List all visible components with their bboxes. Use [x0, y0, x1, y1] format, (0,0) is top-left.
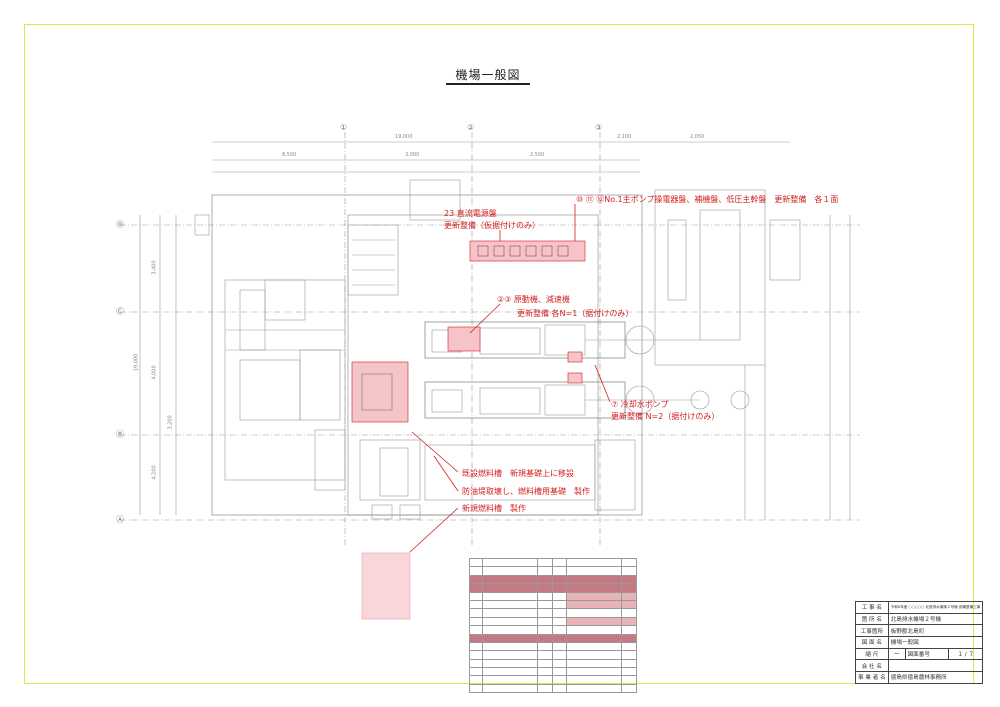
dim-top-5: 3,000	[405, 152, 420, 158]
annotation-dc-power-panel: 23 直流電源盤	[444, 209, 497, 218]
annotation-cooling-pump: ⑦ 冷却水ポンプ	[611, 400, 669, 409]
title-block-key: 図面番号	[904, 647, 950, 661]
title-block-key: 工 事 名	[855, 601, 889, 614]
dim-top-2: 2,100	[617, 134, 632, 140]
dim-top-4: 8,500	[282, 152, 297, 158]
title-block-value: 一	[887, 647, 906, 661]
dim-top-3: 2,050	[690, 134, 705, 140]
title-block: 工 事 名 令和6年度 ○○○○○ 北島排水機場２号機 設備整備工事 箇 所 名…	[855, 601, 984, 684]
grid-label-a: Ⓐ	[116, 515, 124, 524]
grid-label-1: ①	[340, 123, 348, 132]
annotation-motor-reducer-detail: 更新整備 各N=1（据付けのみ）	[517, 309, 634, 318]
grid-label-c: Ⓒ	[116, 307, 124, 316]
dim-top-1: 19,000	[395, 134, 413, 140]
title-block-value: 北島排水機場２号機	[887, 612, 984, 626]
annotation-cooling-pump-detail: 更新整備 N=2（据付けのみ）	[611, 412, 720, 421]
title-block-value: 徳島県徳島農林事務所	[887, 671, 984, 684]
annotation-existing-fuel-tank: 既設燃料槽 新規基礎上に移設	[462, 469, 574, 478]
title-block-key: 箇 所 名	[855, 612, 889, 626]
title-underline	[446, 83, 530, 85]
title-block-value	[887, 659, 984, 673]
grid-label-2: ②	[467, 123, 475, 132]
title-block-row: 事 業 者 名 徳島県徳島農林事務所	[855, 671, 984, 684]
grid-label-3: ③	[595, 123, 603, 132]
annotation-motor-reducer: ②③ 原動機、減速機	[497, 295, 570, 304]
title-block-row: 図 面 名 機場一般図	[855, 636, 984, 649]
title-block-key: 縮 尺	[855, 647, 889, 661]
title-block-row: 会 社 名	[855, 659, 984, 673]
dim-left-2: 3,400	[151, 260, 158, 275]
title-block-key: 図 面 名	[855, 636, 889, 649]
title-block-value: 板野郡北島町	[887, 624, 984, 638]
dim-top-6: 2,500	[530, 152, 545, 158]
title-block-value: １ / ７	[948, 647, 984, 661]
title-block-row: 箇 所 名 北島排水機場２号機	[855, 612, 984, 626]
dim-left-5: 3,200	[167, 415, 174, 430]
title-block-row: 工事箇所 板野郡北島町	[855, 624, 984, 638]
dim-left-1: 19,000	[133, 353, 140, 372]
title-block-key: 工事箇所	[855, 624, 889, 638]
dim-left-4: 4,200	[151, 465, 158, 480]
title-block-key: 事 業 者 名	[855, 671, 889, 684]
annotation-oil-dike: 防油堤取壊し、燃料槽用基礎 製作	[462, 487, 590, 496]
drawing-title: 機場一般図	[455, 68, 521, 82]
equipment-list-table	[468, 557, 638, 694]
annotation-dc-power-panel-detail: 更新整備（仮据付けのみ）	[444, 221, 540, 230]
title-block-row: 縮 尺 一 図面番号 １ / ７	[855, 647, 984, 661]
grid-label-b: Ⓑ	[116, 430, 124, 439]
title-block-key: 会 社 名	[855, 659, 889, 673]
title-block-value: 機場一般図	[887, 636, 984, 649]
annotation-main-pump-panels: ⑩ ⑪ ⑫No.1主ポンプ操電器盤、補機盤、低圧主幹盤 更新整備 各１面	[576, 195, 839, 204]
grid-label-d: Ⓓ	[116, 220, 124, 229]
annotation-new-fuel-tank: 新規燃料槽 製作	[462, 504, 526, 513]
title-block-row: 工 事 名 令和6年度 ○○○○○ 北島排水機場２号機 設備整備工事	[855, 601, 984, 614]
dim-left-3: 4,000	[151, 365, 158, 380]
title-block-value: 令和6年度 ○○○○○ 北島排水機場２号機 設備整備工事	[887, 601, 984, 614]
